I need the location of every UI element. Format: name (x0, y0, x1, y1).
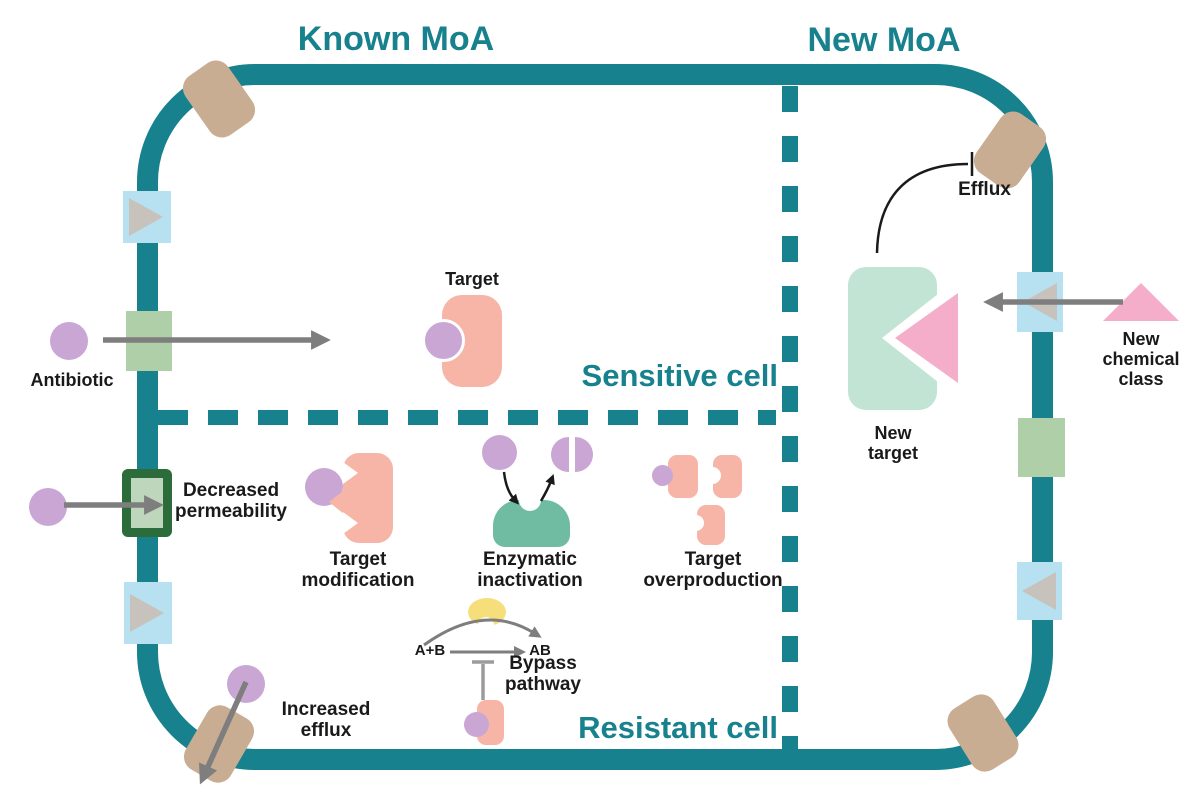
new-moa-title: New MoA (807, 21, 961, 59)
modified-target-wedge (329, 490, 344, 514)
target-overproduction-label: Target overproduction (643, 549, 783, 592)
sensitive-resistant-divider-dashed-line (158, 410, 776, 425)
efflux-label: Efflux (958, 179, 1011, 200)
transporter-triangle-icon (1022, 572, 1056, 610)
efflux-inhibition-arc (875, 152, 974, 254)
reaction-substrates-label: A+B (414, 642, 446, 659)
reaction-product-label: AB (529, 642, 551, 659)
bypass-antibiotic (464, 712, 489, 737)
porin-channel-right (1018, 418, 1065, 477)
resistant-cell-label: Resistant cell (578, 710, 778, 745)
target-binding-notch (704, 467, 721, 484)
target-modification-label: Target modification (301, 549, 415, 592)
known-moa-title: Known MoA (297, 20, 495, 58)
overproduction-antibiotic (652, 465, 673, 486)
antibiotic-label: Antibiotic (30, 370, 114, 390)
cleaved-antibiotic-right-half (575, 437, 593, 472)
bypass-pathway-label: Bypass pathway (504, 653, 582, 696)
new-chemical-class-label: New chemical class (1102, 329, 1180, 390)
closed-porin-channel (122, 469, 172, 537)
enzyme-active-site-notch (519, 489, 541, 511)
cleaved-antibiotic-left-half (551, 437, 569, 472)
target-label: Target (445, 269, 499, 289)
antibiotic-molecule (50, 322, 88, 360)
target-binding-notch (688, 515, 704, 531)
sensitive-cell-label: Sensitive cell (581, 358, 778, 393)
intact-antibiotic-molecule (482, 435, 517, 470)
modified-target-notch (343, 512, 358, 534)
blocked-antibiotic-molecule (29, 488, 67, 526)
transporter-right-lower (1017, 562, 1062, 620)
bypass-reaction-arc (423, 618, 542, 647)
enzyme-release-arrow (539, 473, 555, 502)
transporter-left-upper (123, 191, 171, 243)
efflux-out-arrow (198, 680, 249, 785)
transporter-left-lower (124, 582, 172, 644)
modified-target-notch (343, 462, 358, 484)
decreased-permeability-label: Decreased permeability (175, 480, 287, 523)
new-target-label: New target (867, 423, 918, 464)
enzyme-binding-arrow (502, 471, 519, 505)
known-new-moa-divider-dashed-line (782, 86, 798, 757)
transporter-triangle-icon (129, 198, 163, 236)
reaction-inhibition-tbar (472, 660, 494, 700)
enzymatic-inactivation-label: Enzymatic inactivation (477, 549, 583, 592)
target-bound-antibiotic (422, 319, 465, 362)
overproduced-target-1 (668, 455, 698, 498)
increased-efflux-label: Increased efflux (281, 699, 371, 742)
transporter-triangle-icon (130, 594, 164, 632)
